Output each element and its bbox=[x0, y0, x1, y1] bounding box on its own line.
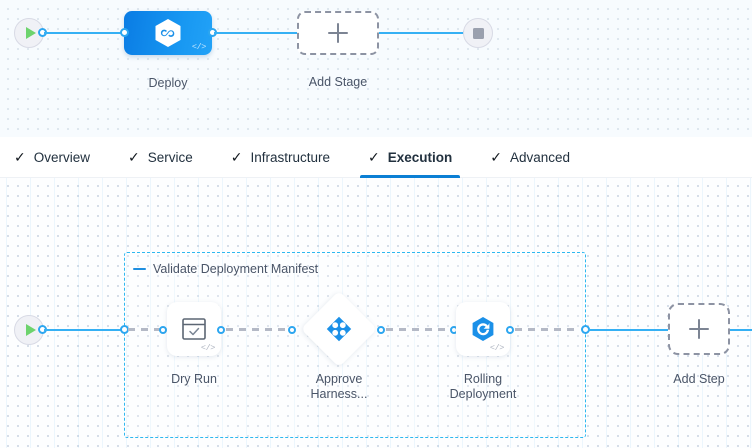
add-step-label: Add Step bbox=[673, 372, 725, 386]
harness-infinity-icon bbox=[154, 18, 182, 48]
connector-dot-rolling-out[interactable] bbox=[506, 325, 514, 334]
stage-tabs: ✓ Overview ✓ Service ✓ Infrastructure ✓ … bbox=[0, 137, 752, 178]
code-badge-icon: </> bbox=[191, 42, 207, 52]
step-node-dry-run[interactable]: </> bbox=[167, 302, 221, 356]
connector-dash-3 bbox=[386, 328, 450, 331]
check-icon: ✓ bbox=[14, 149, 26, 165]
tab-execution[interactable]: ✓ Execution bbox=[359, 137, 461, 178]
minus-icon[interactable] bbox=[133, 267, 146, 271]
tab-advanced-label: Advanced bbox=[510, 149, 571, 165]
execution-canvas[interactable]: Validate Deployment Manifest </> Dry Run bbox=[0, 178, 752, 448]
step-label-rolling-deployment: Rolling Deployment bbox=[449, 372, 517, 401]
code-badge-icon: </> bbox=[489, 343, 505, 353]
connector-line-trailing bbox=[730, 328, 752, 332]
step-group-label: Validate Deployment Manifest bbox=[153, 262, 319, 276]
add-stage-label: Add Stage bbox=[308, 75, 368, 89]
connector-dash-2 bbox=[226, 328, 288, 331]
tab-infrastructure[interactable]: ✓ Infrastructure bbox=[231, 137, 330, 178]
connector-dash-4 bbox=[515, 328, 578, 331]
connector-line-deploy-addstage bbox=[214, 31, 298, 35]
stop-icon bbox=[463, 18, 493, 48]
connector-dot-approve-in[interactable] bbox=[288, 325, 296, 334]
stage-label-deploy: Deploy bbox=[148, 76, 188, 90]
step-label-approve-harness: Approve Harness... bbox=[310, 372, 368, 401]
step-group-header[interactable]: Validate Deployment Manifest bbox=[133, 262, 318, 276]
check-icon: ✓ bbox=[230, 149, 243, 165]
tab-overview[interactable]: ✓ Overview bbox=[14, 137, 90, 178]
connector-dot-dryrun-out[interactable] bbox=[217, 325, 225, 334]
tab-service-label: Service bbox=[147, 149, 193, 165]
connector-line-group-addstep bbox=[588, 328, 668, 332]
connector-line-exec-start-group bbox=[44, 328, 124, 332]
connector-line-addstage-end bbox=[379, 31, 469, 35]
shell-script-icon bbox=[182, 318, 206, 340]
harness-approval-icon bbox=[312, 302, 366, 356]
connector-line-start-deploy bbox=[44, 31, 128, 35]
step-node-rolling-deployment[interactable]: </> bbox=[456, 302, 510, 356]
code-badge-icon: </> bbox=[200, 343, 216, 353]
check-icon: ✓ bbox=[128, 149, 140, 165]
connector-dash-1 bbox=[128, 328, 160, 331]
connector-dot-dryrun-in[interactable] bbox=[159, 325, 167, 334]
pipeline-end-node[interactable] bbox=[463, 18, 493, 48]
tab-advanced[interactable]: ✓ Advanced bbox=[490, 137, 570, 178]
connector-dot-approve-out[interactable] bbox=[377, 325, 385, 334]
add-stage-button[interactable] bbox=[297, 11, 379, 55]
tab-infrastructure-label: Infrastructure bbox=[250, 149, 331, 165]
stage-canvas[interactable]: </> Deploy Add Stage bbox=[0, 0, 752, 137]
tab-overview-label: Overview bbox=[33, 149, 90, 165]
tab-service[interactable]: ✓ Service bbox=[128, 137, 193, 178]
stage-node-deploy[interactable]: </> bbox=[124, 11, 212, 55]
check-icon: ✓ bbox=[368, 149, 380, 165]
rolling-deployment-icon bbox=[472, 317, 494, 341]
check-icon: ✓ bbox=[490, 149, 502, 165]
plus-icon bbox=[689, 319, 709, 339]
step-label-dry-run: Dry Run bbox=[171, 372, 217, 386]
connector-dot-deploy-in[interactable] bbox=[119, 28, 129, 37]
tab-execution-label: Execution bbox=[387, 149, 453, 165]
plus-icon bbox=[328, 23, 348, 43]
add-step-button[interactable] bbox=[668, 303, 730, 355]
